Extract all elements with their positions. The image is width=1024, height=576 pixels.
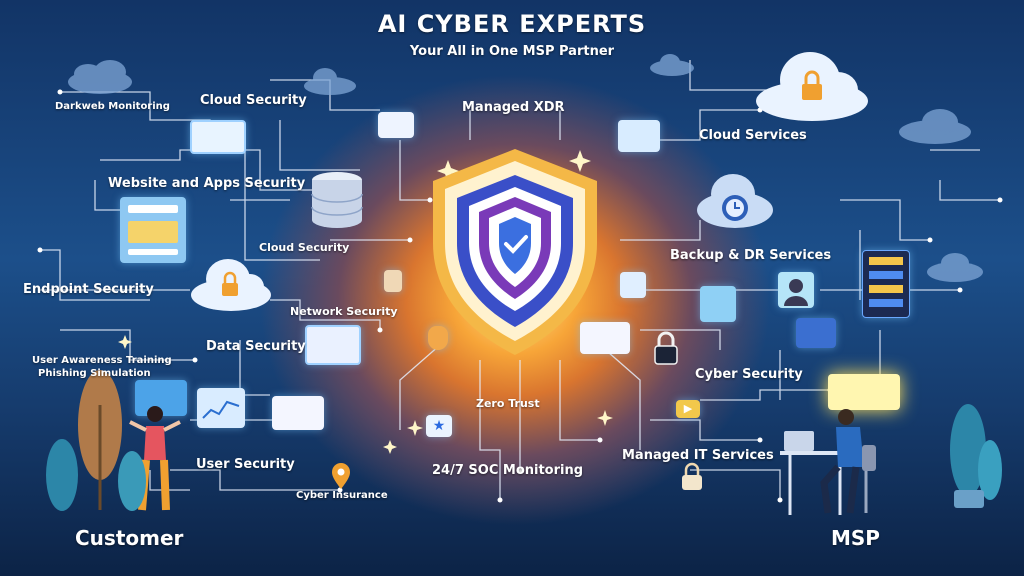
label-soc-monitoring: 24/7 SOC Monitoring [432, 463, 584, 478]
customer-label: Customer [75, 526, 184, 550]
padlock-icon [682, 462, 702, 490]
page-title: AI CYBER EXPERTS [377, 10, 647, 38]
label-phishing-simulation: Phishing Simulation [38, 368, 151, 379]
id-card-icon [580, 322, 630, 354]
server-rack-icon [862, 250, 910, 318]
location-pin-icon [332, 463, 350, 489]
cloud-backup-icon [697, 174, 773, 228]
label-user-awareness-training: User Awareness Training [32, 355, 172, 366]
label-cyber-security: Cyber Security [695, 367, 803, 382]
label-cyber-insurance: Cyber Insurance [296, 490, 388, 501]
label-website-apps-security: Website and Apps Security [108, 176, 306, 191]
label-zero-trust: Zero Trust [476, 397, 540, 410]
label-backup-dr: Backup & DR Services [670, 248, 832, 263]
label-managed-xdr: Managed XDR [462, 100, 565, 115]
small-shield-icon [428, 326, 448, 350]
user-avatar-icon [778, 272, 814, 308]
document-icon [618, 120, 660, 152]
calendar-icon [700, 286, 736, 322]
shield-check-icon [433, 149, 597, 355]
cloud-lock-icon [756, 52, 868, 121]
mail-icon [620, 272, 646, 298]
website-window-icon [120, 197, 186, 263]
cloud-lock-icon [191, 259, 271, 311]
label-cloud-services: Cloud Services [699, 128, 807, 143]
network-card-icon [305, 325, 361, 365]
padlock-icon [654, 331, 678, 365]
label-network-security: Network Security [290, 305, 398, 318]
screen-icon [378, 112, 414, 138]
building-icon [384, 270, 402, 292]
label-managed-it-services: Managed IT Services [622, 448, 774, 463]
msp-person-figure [780, 409, 876, 515]
dashboard-icon [197, 388, 245, 428]
plant-decoration [950, 404, 1002, 508]
star-badge-icon: ★ [426, 415, 452, 437]
label-cloud-security-top: Cloud Security [200, 93, 307, 108]
page-subtitle: Your All in One MSP Partner [409, 44, 615, 59]
lock-panel-icon [796, 318, 836, 348]
glowing-panel-icon [828, 374, 900, 410]
label-data-security: Data Security [206, 339, 306, 354]
label-endpoint-security: Endpoint Security [23, 282, 154, 297]
database-icon [311, 172, 363, 228]
msp-label: MSP [831, 526, 880, 550]
monitor-icon [190, 120, 246, 154]
play-icon: ▶ [676, 400, 700, 418]
label-cloud-security-mid: Cloud Security [259, 241, 350, 254]
label-user-security: User Security [196, 457, 295, 472]
user-card-icon [272, 396, 324, 430]
tree-decoration [46, 370, 146, 511]
label-darkweb-monitoring: Darkweb Monitoring [55, 101, 170, 112]
